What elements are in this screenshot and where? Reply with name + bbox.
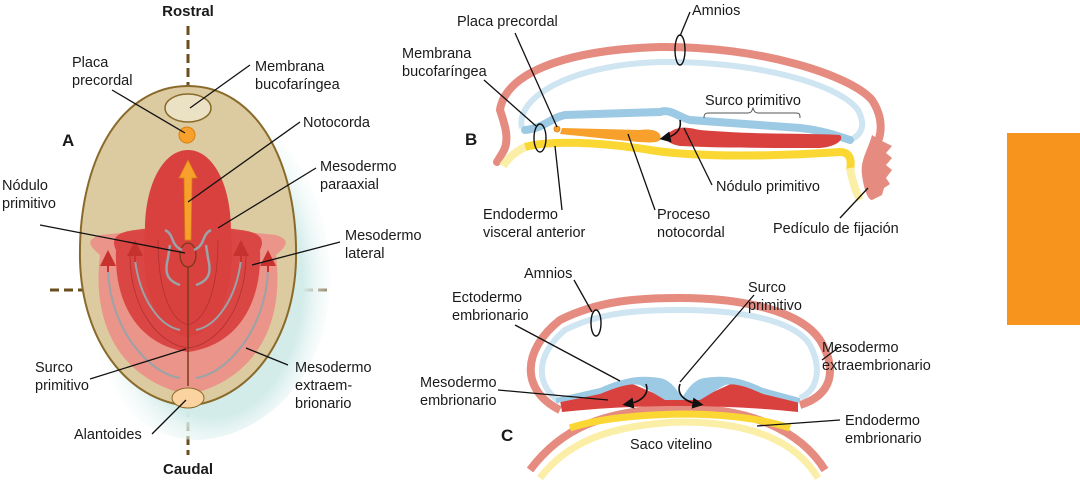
leader-membrana-b bbox=[483, 79, 537, 127]
surco-brace-b bbox=[703, 106, 801, 119]
mesoderm-b bbox=[666, 127, 842, 148]
amnion-loop-c bbox=[590, 309, 602, 337]
membrane-loop-b bbox=[533, 123, 547, 153]
leader-ectodermo-c bbox=[514, 324, 621, 382]
caudal-label: Caudal bbox=[163, 461, 213, 478]
leader-surco-a bbox=[89, 348, 187, 380]
label-amnios-c: Amnios bbox=[524, 266, 572, 282]
connecting-stalk bbox=[861, 135, 892, 200]
leader-amnios-c bbox=[573, 279, 593, 313]
leader-placa-precordal-a bbox=[111, 89, 186, 134]
leader-nodulo-a bbox=[39, 224, 186, 254]
leader-proceso-b bbox=[627, 133, 656, 211]
orange-side-tab bbox=[1007, 133, 1080, 325]
notochord-arrow bbox=[178, 159, 198, 241]
label-placa-precordal-b: Placa precordal bbox=[457, 14, 558, 30]
node-arrow-b bbox=[659, 119, 682, 143]
leader-mesoemb-c bbox=[497, 389, 609, 401]
primitive-node bbox=[179, 242, 197, 268]
leader-endoemb-c bbox=[756, 419, 841, 427]
leader-mesoext-c bbox=[821, 347, 839, 361]
leader-membrana-a bbox=[189, 64, 251, 109]
leader-placa-b bbox=[514, 32, 558, 128]
endoderm-c bbox=[568, 410, 792, 432]
endoderm-b bbox=[523, 138, 855, 171]
migration-arrows bbox=[107, 228, 269, 379]
ingression-arrow-right bbox=[678, 383, 704, 409]
ectoderm-c bbox=[556, 376, 800, 403]
rostral-label: Rostral bbox=[162, 3, 214, 20]
mesoderm-c bbox=[560, 381, 798, 412]
label-alantoides: Alantoides bbox=[74, 427, 142, 443]
leader-amnios-b bbox=[679, 11, 691, 37]
label-notocorda: Notocorda bbox=[303, 115, 371, 131]
label-pediculo-fijacion-b: Pedículo de fijación bbox=[773, 221, 899, 237]
leader-endodermo-visc-b bbox=[554, 145, 563, 211]
yolk-sac-endoderm-light bbox=[537, 418, 821, 480]
allantois bbox=[171, 387, 205, 409]
leader-extraem-a bbox=[245, 347, 289, 366]
panel-a-letter: A bbox=[62, 131, 74, 150]
leader-surco-c bbox=[679, 294, 755, 383]
label-amnios-b: Amnios bbox=[692, 3, 740, 19]
notochordal-process bbox=[560, 128, 661, 143]
leader-lateral-a bbox=[251, 241, 341, 266]
prechordal-plate bbox=[178, 126, 196, 144]
ectoderm-b bbox=[521, 107, 854, 144]
amnion-ectoderm-c bbox=[538, 306, 820, 405]
label-nodulo-primitivo-b: Nódulo primitivo bbox=[716, 179, 820, 195]
label-surco-primitivo-b: Surco primitivo bbox=[705, 93, 801, 109]
endoderm-light-b bbox=[499, 143, 527, 169]
panel-c-letter: C bbox=[501, 426, 513, 445]
amnion-ectoderm-b bbox=[518, 58, 866, 143]
amnion-b bbox=[493, 42, 885, 166]
endoderm-light-b2 bbox=[846, 167, 864, 202]
panel-b-letter: B bbox=[465, 130, 477, 149]
leader-paraaxial-a bbox=[217, 167, 317, 229]
ingression-arrow-left bbox=[622, 383, 648, 409]
leader-notocorda-a bbox=[187, 121, 301, 203]
leader-nodulo-b bbox=[683, 127, 713, 186]
yolk-sac-wall bbox=[526, 403, 829, 473]
leader-alantoides-a bbox=[151, 399, 187, 435]
leader-pediculo-b bbox=[839, 187, 869, 219]
label-saco-vitelino-c: Saco vitelino bbox=[630, 437, 712, 453]
